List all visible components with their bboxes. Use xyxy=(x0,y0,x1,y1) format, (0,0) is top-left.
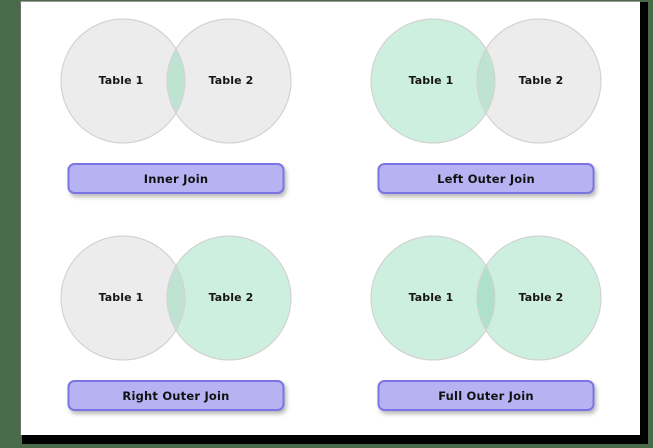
join-label-text: Inner Join xyxy=(143,171,209,186)
join-cell-right-outer-join: Table 1 Table 2 Right Outer Join xyxy=(21,219,331,436)
venn-circle-right xyxy=(166,18,292,144)
venn-circle-left-outline xyxy=(60,235,186,361)
join-label-button-left-outer-join[interactable]: Left Outer Join xyxy=(377,163,595,194)
join-label-text: Left Outer Join xyxy=(437,171,535,186)
venn-circle-left xyxy=(60,18,186,144)
venn-diagram-left-outer-join: Table 1 Table 2 xyxy=(370,16,602,146)
venn-svg xyxy=(370,235,602,361)
venn-circle-right xyxy=(476,18,602,144)
join-cell-full-outer-join: Table 1 Table 2 Full Outer Join xyxy=(331,219,641,436)
venn-svg xyxy=(370,18,602,144)
venn-grid: Table 1 Table 2 Inner Join xyxy=(21,2,641,436)
join-cell-inner-join: Table 1 Table 2 Inner Join xyxy=(21,2,331,219)
join-label-button-inner-join[interactable]: Inner Join xyxy=(67,163,285,194)
venn-circle-right xyxy=(166,235,292,361)
venn-circle-left-outline xyxy=(60,18,186,144)
join-cell-left-outer-join: Table 1 Table 2 Left Outer Join xyxy=(331,2,641,219)
diagram-card: Table 1 Table 2 Inner Join xyxy=(20,1,640,435)
venn-circle-left-outline xyxy=(370,18,496,144)
venn-diagram-right-outer-join: Table 1 Table 2 xyxy=(60,233,292,363)
venn-svg xyxy=(60,18,292,144)
venn-diagram-inner-join: Table 1 Table 2 xyxy=(60,16,292,146)
venn-circle-right xyxy=(476,235,602,361)
venn-circle-left xyxy=(370,18,496,144)
venn-circle-right-outline xyxy=(476,18,602,144)
venn-circle-right-outline xyxy=(476,235,602,361)
venn-circle-left xyxy=(60,235,186,361)
venn-circle-right-outline xyxy=(166,18,292,144)
venn-circle-left xyxy=(370,235,496,361)
venn-diagram-full-outer-join: Table 1 Table 2 xyxy=(370,233,602,363)
venn-circle-left-outline xyxy=(370,235,496,361)
join-label-button-full-outer-join[interactable]: Full Outer Join xyxy=(377,380,595,411)
venn-circle-right-outline xyxy=(166,235,292,361)
join-label-text: Full Outer Join xyxy=(438,388,534,403)
join-label-text: Right Outer Join xyxy=(122,388,230,403)
venn-svg xyxy=(60,235,292,361)
join-label-button-right-outer-join[interactable]: Right Outer Join xyxy=(67,380,285,411)
